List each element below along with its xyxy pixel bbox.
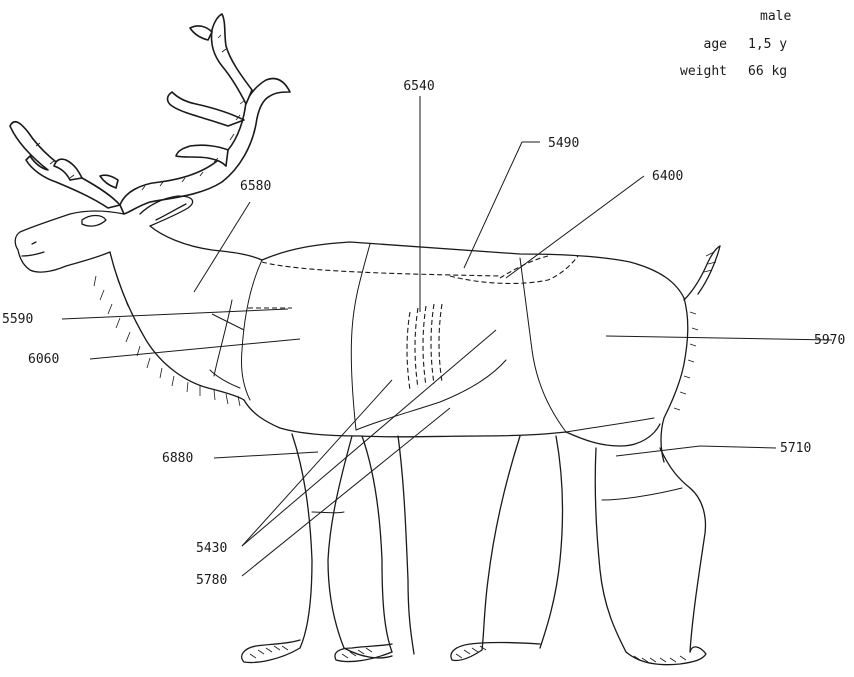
label-5970: 5970 (814, 333, 845, 348)
leader-5970 (606, 336, 832, 340)
leader-5710-b (700, 446, 776, 448)
weight-value: 66 kg (748, 64, 787, 79)
leader-6580 (194, 202, 250, 292)
label-5780: 5780 (196, 573, 227, 588)
label-5710: 5710 (780, 441, 811, 456)
label-5590: 5590 (2, 312, 33, 327)
label-5490: 5490 (548, 136, 579, 151)
info-block: male age 1,5 y weight 66 kg (680, 9, 791, 79)
leader-5490-b (464, 142, 522, 268)
sex-value: male (760, 9, 791, 24)
leader-lines (62, 96, 832, 576)
leader-5430-b (242, 330, 496, 546)
reindeer-head (15, 196, 262, 306)
label-6400: 6400 (652, 169, 683, 184)
label-6060: 6060 (28, 352, 59, 367)
leader-5710-a (616, 446, 700, 456)
reindeer-body (214, 242, 720, 462)
leader-6880 (214, 452, 318, 458)
label-6880: 6880 (162, 451, 193, 466)
label-5430: 5430 (196, 541, 227, 556)
label-6540: 6540 (403, 79, 434, 94)
weight-label: weight (680, 64, 727, 79)
leader-5590 (62, 309, 288, 319)
leader-5780 (242, 408, 450, 576)
age-label: age (704, 37, 728, 52)
label-6580: 6580 (240, 179, 271, 194)
age-value: 1,5 y (748, 37, 787, 52)
neck-mane (94, 252, 244, 406)
leader-6400 (506, 176, 644, 278)
leader-6060 (90, 339, 300, 359)
